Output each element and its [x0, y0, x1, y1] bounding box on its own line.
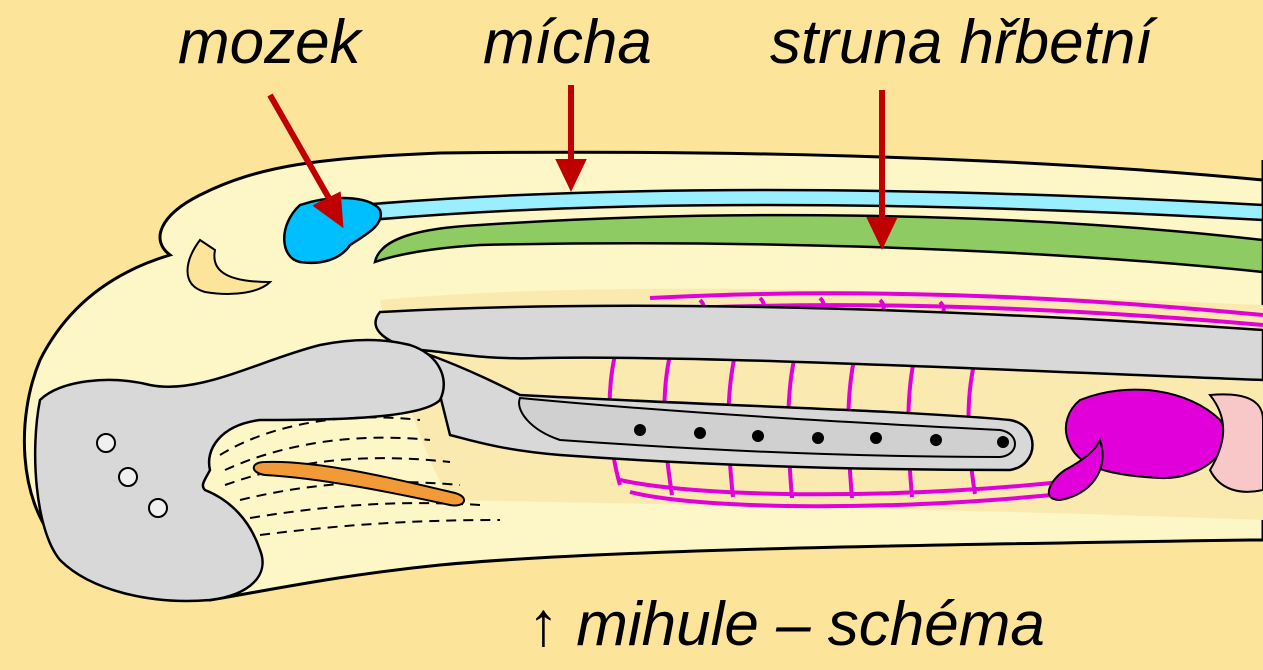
- caption: ↑ mihule – schéma: [528, 594, 1045, 656]
